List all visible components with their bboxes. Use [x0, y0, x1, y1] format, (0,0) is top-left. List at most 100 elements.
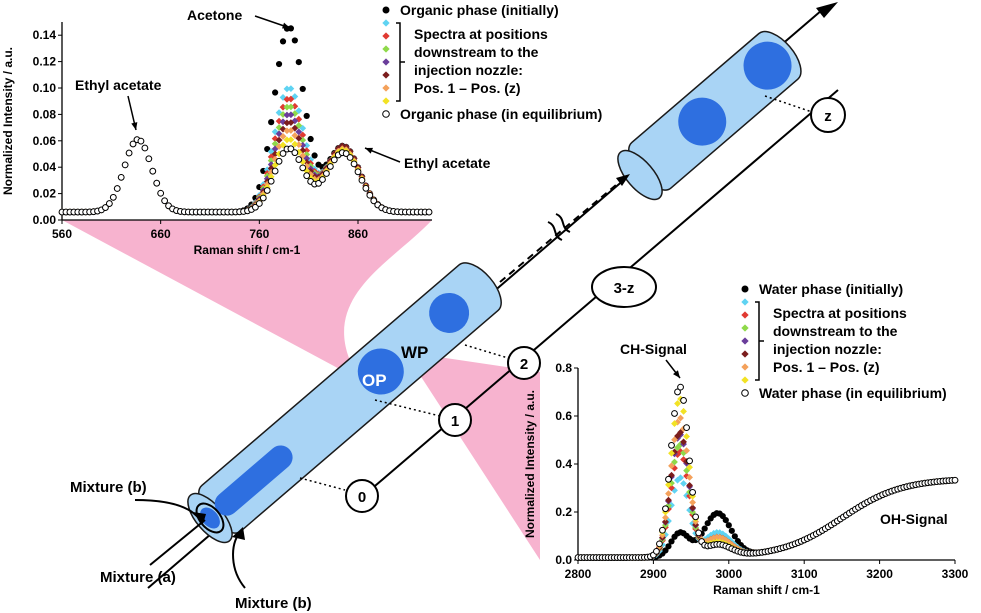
- droplet-wp: [429, 292, 470, 333]
- position-label-2: 2: [520, 356, 528, 373]
- data-point: [668, 538, 675, 545]
- data-point: [129, 140, 137, 148]
- data-point: [291, 37, 298, 44]
- position-label-1: 1: [451, 413, 459, 430]
- data-point: [311, 152, 318, 159]
- data-point: [319, 176, 326, 183]
- y-tick-label: 0.0: [555, 553, 572, 567]
- leader-line-0: [299, 477, 346, 491]
- data-point: [287, 25, 295, 32]
- annotation-ethyl-acetate-2-arrow-head: [365, 147, 373, 154]
- y-axis-title: Normalized Intensity / a.u.: [1, 47, 15, 195]
- data-point: [695, 529, 703, 537]
- data-point: [362, 184, 370, 192]
- data-point: [665, 543, 672, 550]
- data-point: [692, 513, 700, 521]
- legend-bracket: [396, 22, 405, 102]
- y-tick-label: 0.00: [33, 213, 57, 227]
- data-point: [686, 457, 693, 465]
- mixture-a-arrow: [149, 519, 206, 566]
- legend-entry-positions-line-4: Pos. 1 – Pos. (z): [773, 359, 880, 375]
- organic-zoom-region: [62, 220, 432, 380]
- axis-break: [499, 174, 630, 283]
- legend-marker: [382, 110, 390, 118]
- organic-legend: Organic phase (initially)Spectra at posi…: [382, 2, 602, 122]
- legend-marker: [741, 298, 749, 306]
- legend-marker: [382, 97, 390, 105]
- y-tick-label: 0.10: [33, 81, 57, 95]
- annotation-ch-signal: CH-Signal: [620, 341, 687, 357]
- data-point: [303, 142, 311, 149]
- data-point: [275, 136, 283, 144]
- data-point: [279, 103, 287, 111]
- legend-marker: [741, 350, 749, 358]
- data-point: [342, 150, 350, 157]
- x-tick-label: 860: [348, 227, 368, 241]
- data-point: [287, 145, 295, 153]
- position-marker-2: 2: [507, 346, 541, 380]
- data-point: [275, 157, 283, 165]
- y-axis-title: Normalized Intensity / a.u.: [523, 390, 537, 538]
- data-point: [686, 473, 693, 481]
- data-point: [283, 119, 291, 127]
- data-point: [677, 383, 684, 391]
- break-mark-icon: [547, 213, 571, 241]
- legend-entry-positions-line-3: injection nozzle:: [773, 341, 882, 357]
- droplet-upper-2: [743, 41, 792, 90]
- data-point: [665, 481, 672, 489]
- data-point: [117, 173, 125, 181]
- series-4: [574, 431, 959, 561]
- series-2: [574, 448, 959, 561]
- legend-marker: [741, 389, 749, 397]
- pink-zoom-regions: [62, 220, 540, 560]
- legend-entry-initial: Water phase (initially): [759, 281, 903, 297]
- data-point: [283, 85, 291, 93]
- data-point: [689, 504, 697, 512]
- data-point: [303, 172, 311, 180]
- data-point: [145, 155, 153, 163]
- annotation-ethyl-acetate-1: Ethyl acetate: [75, 77, 162, 93]
- data-point: [354, 168, 362, 176]
- x-tick-label: 2900: [640, 567, 667, 581]
- legend-entry-initial: Organic phase (initially): [400, 2, 559, 18]
- y-tick-label: 0.02: [33, 187, 57, 201]
- mixture-a-label: Mixture (a): [100, 569, 176, 586]
- data-point: [113, 185, 121, 192]
- tube-lower-segment: [187, 262, 502, 544]
- data-point: [686, 481, 693, 489]
- legend-entry-equilibrium: Water phase (in equilibrium): [759, 385, 947, 401]
- mixture-b-top-label: Mixture (b): [70, 479, 147, 496]
- data-point: [653, 547, 660, 555]
- water-zoom-region: [405, 352, 540, 560]
- legend-entry-positions-line-2: downstream to the: [414, 44, 539, 60]
- legend-marker: [382, 19, 390, 27]
- data-point: [303, 147, 311, 155]
- data-point: [662, 505, 669, 513]
- data-point: [255, 200, 263, 207]
- legend-marker: [741, 337, 749, 345]
- data-point: [701, 525, 708, 532]
- diagram-labels: OP WP Mixture (b) Mixture (a) Mixture (b…: [70, 343, 428, 612]
- series-5: [574, 428, 959, 561]
- y-tick-label: 0.2: [555, 505, 572, 519]
- series-8: [58, 136, 433, 216]
- data-point: [295, 128, 303, 136]
- y-tick-label: 0.14: [33, 28, 57, 42]
- data-point: [358, 176, 366, 184]
- position-marker-z: z: [810, 97, 846, 133]
- y-tick-label: 0.8: [555, 361, 572, 375]
- data-point: [303, 158, 311, 166]
- nozzle-ring: [195, 502, 225, 534]
- data-point: [279, 133, 287, 140]
- data-point: [680, 397, 687, 404]
- data-point: [283, 103, 291, 111]
- data-point: [157, 189, 165, 197]
- data-point: [665, 490, 672, 497]
- y-tick-label: 0.12: [33, 55, 57, 69]
- data-point: [287, 103, 295, 111]
- x-tick-label: 3000: [715, 567, 742, 581]
- data-point: [149, 167, 157, 175]
- organic-phase-label: OP: [362, 371, 387, 390]
